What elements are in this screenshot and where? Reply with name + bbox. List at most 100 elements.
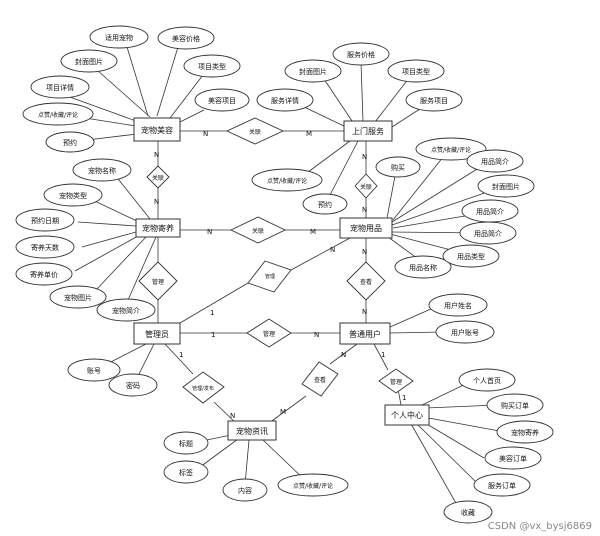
attribute-user-account: 用户账号 [435, 320, 495, 344]
entity-label: 普通用户 [349, 329, 381, 339]
entity-label: 个人中心 [391, 410, 423, 420]
entity-label: 宠物资讯 [236, 426, 268, 436]
attribute-pc-favorites: 收藏 [443, 500, 493, 524]
attribute-label: 内容 [238, 486, 252, 495]
attribute-pc-service-orders: 服务订单 [473, 473, 531, 497]
attribute-pc-home: 个人首页 [458, 368, 516, 392]
attribute-label: 预约日期 [31, 216, 59, 225]
relationship-label: 查看 [360, 278, 372, 286]
relationship-label: 管理/发布 [192, 385, 214, 392]
relationship-admin-supplies: 管理 [247, 260, 292, 293]
entity-pet-supplies: 宠物用品 [339, 217, 393, 239]
entity-pet-grooming: 宠物美容 [133, 117, 181, 142]
cardinality-label: 1 [179, 351, 183, 359]
cardinality-label: M [306, 130, 312, 138]
relationship-label: 关联 [152, 174, 164, 182]
cardinalities: N M N N N N N M 1 N N N 1 N 1 N N M 1 1 [154, 130, 406, 420]
attribute-label: 美容项目 [208, 96, 236, 105]
attribute-grooming-cover: 封面图片 [60, 49, 118, 73]
cardinality-label: N [362, 308, 367, 316]
attribute-news-like: 点赞/收藏/评论 [277, 473, 349, 497]
attribute-service-cover: 封面图片 [284, 59, 342, 83]
attribute-label: 美容价格 [172, 34, 200, 43]
relationship-service-supplies: 关联 [354, 173, 378, 199]
attribute-supplies-cover: 封面图片 [477, 174, 535, 198]
relationship-grooming-service: 关联 [225, 117, 285, 145]
attribute-label: 项目类型 [402, 67, 430, 76]
attribute-label: 宠物简介 [112, 306, 140, 315]
attribute-label: 封面图片 [492, 182, 520, 191]
cardinality-label: M [310, 228, 316, 236]
attribute-label: 标签 [179, 468, 193, 477]
relationship-label: 查看 [314, 376, 326, 384]
attribute-service-booking: 预约 [302, 193, 348, 215]
attribute-label: 用品简介 [476, 207, 504, 216]
entity-pet-news: 宠物资讯 [227, 420, 277, 441]
attribute-boarding-days: 寄养天数 [15, 235, 75, 259]
attribute-news-content: 内容 [222, 478, 268, 502]
entity-home-service: 上门服务 [343, 120, 393, 142]
relationship-label: 关联 [360, 183, 372, 191]
cardinality-label: N [154, 198, 159, 206]
relationship-grooming-boarding: 关联 [146, 165, 170, 189]
relationship-user-personal-center: 管理 [378, 368, 414, 394]
attribute-label: 购买订单 [501, 401, 529, 410]
entity-user: 普通用户 [339, 322, 391, 345]
relationship-label: 管理 [152, 278, 164, 286]
attribute-label: 用品简介 [481, 157, 509, 166]
relationship-label: 管理 [390, 378, 402, 386]
cardinality-label: M [280, 408, 286, 416]
relationship-boarding-supplies: 关联 [229, 216, 287, 244]
attribute-service-like: 点赞/收藏/评论 [251, 168, 323, 192]
relationship-user-news: 查看 [301, 361, 339, 397]
relationship-admin-boarding: 管理 [138, 261, 178, 301]
attribute-admin-account: 账号 [67, 358, 121, 382]
attribute-grooming-detail: 项目详情 [30, 75, 90, 99]
cardinality-label: N [314, 331, 319, 339]
cardinality-label: 1 [381, 351, 385, 359]
cardinality-label: N [362, 153, 367, 161]
attribute-label: 宠物类型 [59, 191, 87, 200]
attribute-admin-password: 密码 [108, 373, 158, 397]
entity-label: 上门服务 [352, 126, 384, 136]
attribute-label: 个人首页 [473, 376, 501, 385]
attribute-boarding-date: 预约日期 [15, 208, 75, 232]
attribute-label: 项目类型 [198, 62, 226, 71]
attribute-label: 预约 [63, 138, 77, 147]
relationship-label: 关联 [252, 227, 264, 235]
relationship-admin-news: 管理/发布 [182, 371, 225, 404]
attribute-label: 服务详情 [271, 96, 299, 105]
cardinality-label: 1 [211, 331, 215, 339]
attribute-label: 美容订单 [499, 454, 527, 463]
attribute-supplies-intro-1: 用品简介 [466, 149, 524, 173]
attribute-boarding-unit-price: 寄养单价 [15, 262, 73, 286]
relationship-label: 管理 [265, 273, 275, 280]
attribute-label: 封面图片 [75, 57, 103, 66]
attribute-label: 购买 [391, 163, 405, 172]
cardinality-label: N [330, 246, 335, 254]
attribute-label: 服务订单 [488, 481, 516, 490]
attribute-label: 寄养单价 [30, 270, 58, 279]
attribute-grooming-type: 项目类型 [183, 54, 241, 78]
attribute-boarding-pet-name: 宠物名称 [72, 158, 132, 182]
attribute-pc-boarding: 宠物寄养 [496, 420, 554, 444]
entity-label: 宠物美容 [141, 125, 173, 135]
attribute-label: 用户账号 [451, 328, 479, 337]
attribute-supplies-intro-2: 用品简介 [461, 199, 519, 223]
attribute-label: 寄养天数 [31, 243, 59, 252]
watermark: CSDN @vx_bysj6869 [487, 521, 592, 532]
attribute-pc-grooming-orders: 美容订单 [484, 446, 542, 470]
relationship-admin-user: 管理 [246, 318, 292, 348]
attribute-service-price: 服务价格 [332, 42, 390, 66]
attribute-supplies-name: 用品名称 [394, 255, 452, 279]
attribute-pc-buy-orders: 购买订单 [486, 393, 544, 417]
cardinality-label: N [154, 151, 159, 159]
entity-label: 管理员 [145, 329, 169, 339]
attribute-label: 用品简介 [474, 229, 502, 238]
attribute-news-tag: 标签 [163, 460, 209, 484]
attribute-label: 项目详情 [46, 83, 74, 92]
attribute-grooming-suitable-pet: 适用宠物 [89, 25, 149, 49]
entity-pet-boarding: 宠物寄养 [135, 218, 181, 238]
attribute-label: 点赞/收藏/评论 [38, 111, 78, 119]
